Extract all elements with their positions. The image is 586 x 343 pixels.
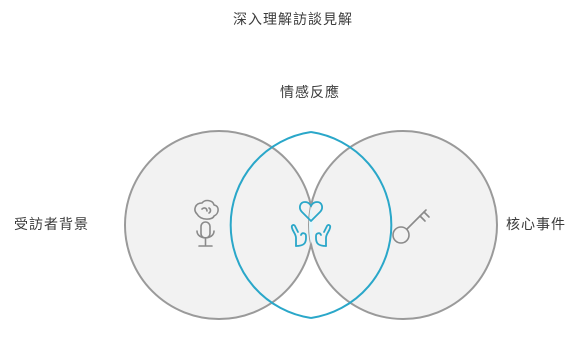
heart-hands-icon	[290, 201, 332, 247]
right-label-core-event: 核心事件	[506, 217, 566, 233]
key-icon	[392, 209, 430, 244]
right-circle	[308, 130, 498, 320]
overlap-outline-left	[229, 131, 312, 319]
left-label-interviewee-background: 受訪者背景	[14, 217, 89, 233]
head-microphone-icon	[194, 199, 219, 247]
overlap-outline-right	[310, 131, 393, 319]
top-label-emotional-response: 情感反應	[280, 85, 340, 101]
left-circle	[124, 130, 314, 320]
diagram-title: 深入理解訪談見解	[233, 12, 353, 28]
